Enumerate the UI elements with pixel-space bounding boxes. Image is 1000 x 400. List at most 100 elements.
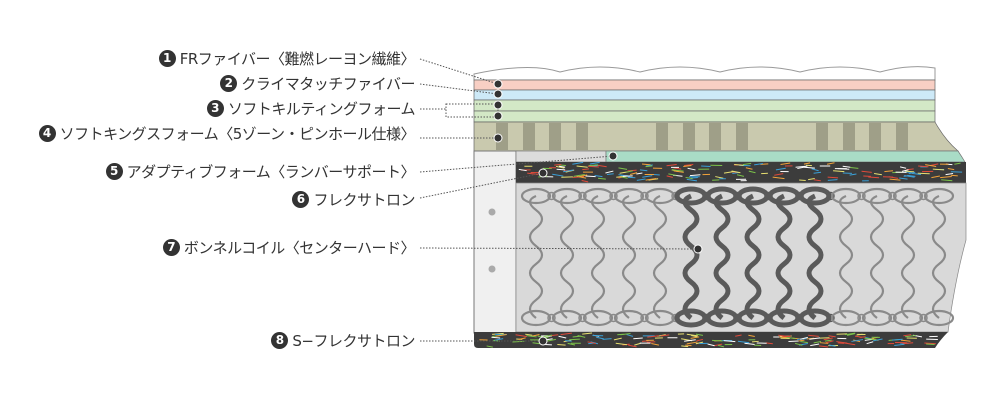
fiber <box>850 167 859 169</box>
coil-soft <box>559 194 575 319</box>
fiber <box>687 167 696 171</box>
coil-hard <box>682 193 700 320</box>
fiber <box>837 342 845 344</box>
fiber <box>818 345 829 348</box>
coil-hard <box>744 193 762 320</box>
fiber <box>795 165 808 168</box>
fiber <box>486 345 493 348</box>
helical-link <box>547 313 556 323</box>
dot-5 <box>608 151 618 161</box>
coil-bottom-ring <box>798 308 832 328</box>
dot-4 <box>493 133 503 143</box>
fiber <box>492 332 504 335</box>
fiber <box>582 168 590 171</box>
fiber <box>904 175 915 178</box>
fiber <box>589 161 600 165</box>
leader-lines <box>419 58 699 342</box>
helical-link <box>640 191 649 201</box>
coil-soft <box>528 194 544 319</box>
fiber <box>752 340 759 343</box>
fiber <box>613 337 622 341</box>
fiber <box>842 165 851 168</box>
helical-link <box>547 191 556 201</box>
helical-link <box>888 191 897 201</box>
fiber <box>774 173 784 176</box>
fiber <box>557 343 566 346</box>
fiber <box>734 164 744 166</box>
fiber <box>918 165 929 168</box>
coil-hard <box>775 193 793 320</box>
layer-adaptive-foam <box>605 150 966 163</box>
helical-link <box>857 191 866 201</box>
coil-bottom-ring <box>767 308 801 328</box>
fiber <box>565 340 572 342</box>
label-text: ボンネルコイル〈センターハード〉 <box>183 238 416 257</box>
fiber <box>555 165 565 169</box>
helical-link <box>888 313 897 323</box>
fiber <box>690 336 700 339</box>
fiber <box>901 169 909 172</box>
fiber <box>683 165 692 168</box>
fiber <box>666 175 673 178</box>
fiber <box>619 171 628 174</box>
fiber <box>646 341 656 343</box>
coil-top-ring <box>861 187 893 205</box>
coil-bottom-ring <box>582 309 614 327</box>
helical-link <box>826 191 835 201</box>
fiber <box>628 344 637 348</box>
fiber <box>587 165 599 168</box>
fiber <box>828 335 836 338</box>
fiber <box>744 342 755 346</box>
coil-top-ring <box>674 186 708 206</box>
fiber <box>696 338 703 342</box>
fiber <box>707 343 715 347</box>
fiber <box>954 162 961 165</box>
fiber <box>905 334 916 338</box>
fiber <box>900 339 911 342</box>
fiber <box>813 171 822 174</box>
label-text: アダプティブフォーム〈ランバーサポート〉 <box>126 162 416 181</box>
dot-1 <box>493 79 503 89</box>
coil-bottom-ring <box>644 309 676 327</box>
fiber <box>868 176 880 179</box>
fiber <box>666 163 677 167</box>
coil-top-ring <box>613 187 645 205</box>
fiber <box>642 175 653 178</box>
coil-bottom-ring <box>923 309 955 327</box>
fiber <box>558 335 567 339</box>
coil-soft <box>621 194 637 319</box>
leader-7 <box>419 247 699 250</box>
coil-bottom-ring <box>613 309 645 327</box>
fiber <box>673 170 684 173</box>
dot-6 <box>538 168 548 178</box>
helical-link <box>578 191 587 201</box>
number-badge: 3 <box>206 99 224 117</box>
s-flextron-fibers <box>479 332 938 348</box>
coil-top-ring <box>798 186 832 206</box>
fiber <box>903 334 912 337</box>
fiber <box>636 172 643 175</box>
fiber <box>634 342 641 346</box>
fiber <box>647 335 659 338</box>
fiber <box>905 170 915 173</box>
fiber <box>874 173 882 176</box>
helical-link <box>640 313 649 323</box>
coil-soft <box>869 194 885 319</box>
fiber <box>651 343 660 346</box>
fiber <box>799 179 806 181</box>
fiber <box>800 336 809 340</box>
label-text: ソフトキルティングフォーム <box>227 99 416 118</box>
fiber <box>950 174 958 177</box>
fiber <box>813 179 821 182</box>
leader-2 <box>419 83 499 95</box>
fiber <box>645 164 653 167</box>
fiber <box>851 339 864 342</box>
fiber <box>723 340 736 343</box>
coil-top-ring <box>830 187 862 205</box>
fiber <box>581 180 589 183</box>
coil-soft <box>900 194 916 319</box>
